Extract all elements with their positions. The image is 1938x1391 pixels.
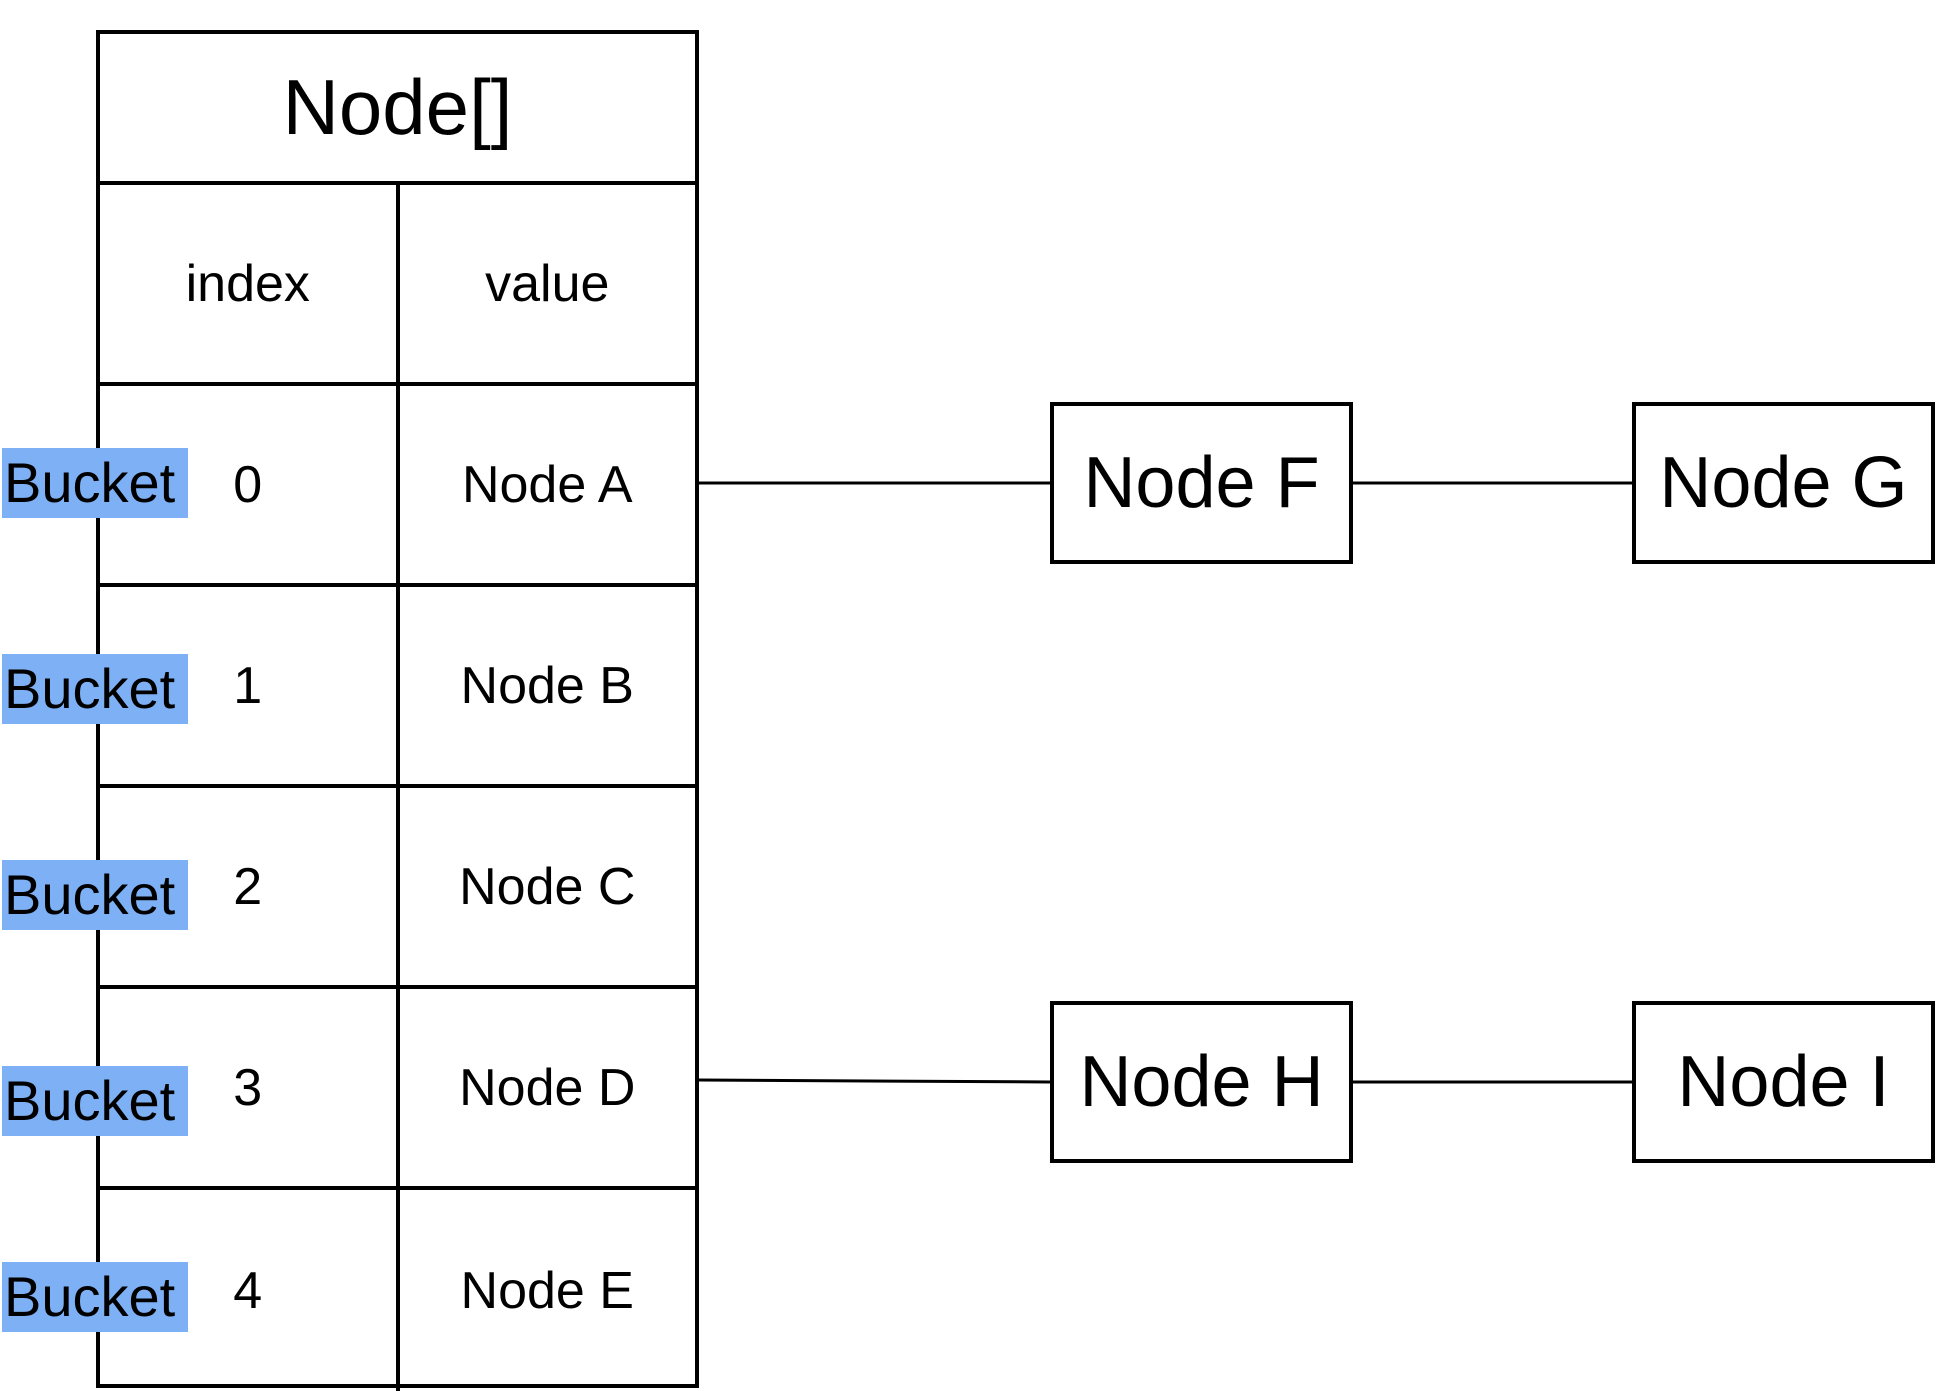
row-value: Node B — [460, 656, 634, 715]
link-nodeD-to-nodeH — [698, 1078, 1051, 1084]
table-row: 2 Node C — [100, 788, 695, 989]
bucket-label: Bucket — [2, 448, 188, 518]
row-index: 4 — [100, 1190, 400, 1391]
row-index: 0 — [100, 386, 400, 583]
node-h-box: Node H — [1050, 1001, 1353, 1163]
bucket-label: Bucket — [2, 860, 188, 930]
row-value: Node E — [460, 1261, 634, 1320]
node-f-box: Node F — [1050, 402, 1353, 564]
table-title: Node[] — [100, 34, 695, 185]
bucket-label: Bucket — [2, 1262, 188, 1332]
bucket-label: Bucket — [2, 1066, 188, 1136]
node-i-box: Node I — [1632, 1001, 1935, 1163]
row-index: 3 — [100, 989, 400, 1186]
row-value: Node D — [459, 1058, 636, 1117]
header-value: value — [485, 254, 610, 313]
table-row: 3 Node D — [100, 989, 695, 1190]
node-g-box: Node G — [1632, 402, 1935, 564]
table-header-row: index value — [100, 185, 695, 386]
row-value: Node A — [461, 455, 633, 514]
row-index: 1 — [100, 587, 400, 784]
table-row: 0 Node A — [100, 386, 695, 587]
row-index: 2 — [100, 788, 400, 985]
table-row: 1 Node B — [100, 587, 695, 788]
table-row: 4 Node E — [100, 1190, 695, 1391]
bucket-label: Bucket — [2, 654, 188, 724]
header-index: index — [100, 185, 400, 382]
row-value: Node C — [459, 857, 636, 916]
